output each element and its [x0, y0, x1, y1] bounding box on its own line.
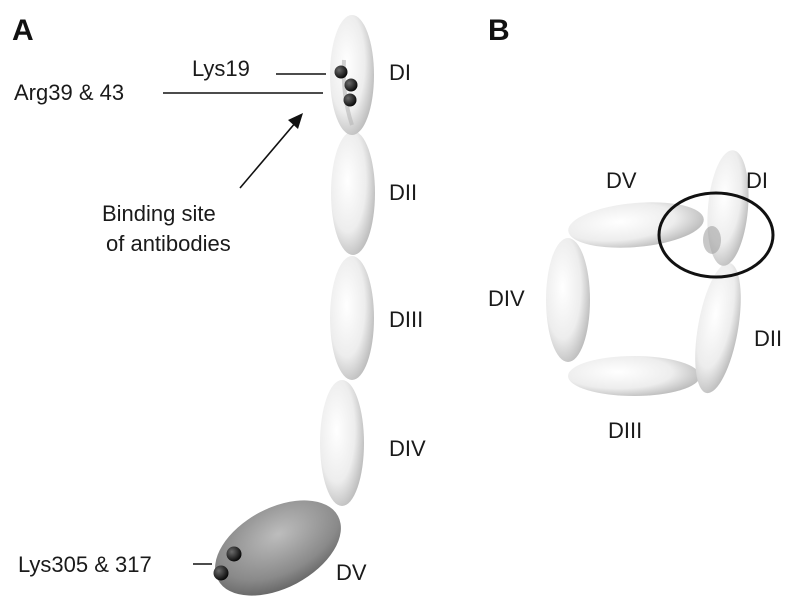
- domain-div-a: [320, 380, 364, 506]
- domain-dii-a: [331, 131, 375, 255]
- arrowhead: [288, 113, 303, 129]
- lys19-label: Lys19: [192, 56, 250, 81]
- residue-marker: [334, 65, 348, 79]
- domain-dii-b: [695, 262, 741, 394]
- domain-dv-b: [568, 202, 704, 248]
- residue-marker: [343, 93, 357, 107]
- binding-site-label-line1: Binding site: [102, 201, 216, 226]
- panel-a: Lys19 Arg39 & 43 Lys305 & 317 Binding si…: [14, 15, 426, 596]
- binding-region-circle: [657, 191, 775, 279]
- panel-b: DI DII DIII DIV DV: [488, 150, 782, 443]
- domain-label-di-a: DI: [389, 60, 411, 85]
- domain-dv-a: [215, 500, 341, 596]
- domain-label-dii-b: DII: [754, 326, 782, 351]
- panel-label-b: B: [488, 14, 510, 47]
- domain-label-dii-a: DII: [389, 180, 417, 205]
- domain-label-diii-a: DIII: [389, 307, 423, 332]
- domain-div-b: [546, 238, 590, 362]
- domain-diii-a: [330, 256, 374, 380]
- domain-label-diii-b: DIII: [608, 418, 642, 443]
- domain-label-div-a: DIV: [389, 436, 426, 461]
- residue-marker: [226, 546, 242, 562]
- binding-site-label-line2: of antibodies: [106, 231, 231, 256]
- arg39-43-label: Arg39 & 43: [14, 80, 124, 105]
- domain-di-a: [330, 15, 374, 135]
- panel-label-a: A: [12, 14, 34, 47]
- lys305-317-label: Lys305 & 317: [18, 552, 152, 577]
- residue-marker: [344, 78, 358, 92]
- residue-marker: [213, 565, 229, 581]
- domain-diii-b: [568, 356, 700, 396]
- domain-label-dv-b: DV: [606, 168, 637, 193]
- domain-label-di-b: DI: [746, 168, 768, 193]
- domain-label-div-b: DIV: [488, 286, 525, 311]
- domain-label-dv-a: DV: [336, 560, 367, 585]
- binding-site-arrow: [239, 121, 297, 189]
